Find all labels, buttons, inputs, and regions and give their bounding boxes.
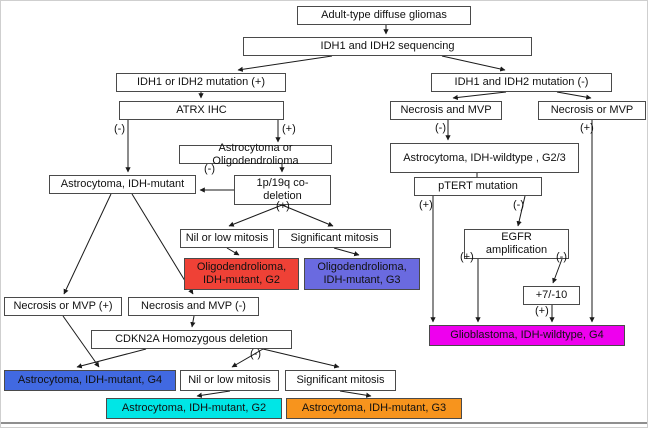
- node-astrocytoma-or-oligodendroglioma: Astrocytoma or Oligodendrolioma: [179, 142, 332, 167]
- edge-label-ptert-negative: (-): [513, 199, 524, 211]
- edge-label-egfr-negative: (-): [556, 251, 567, 263]
- node-astrocytoma-idh-mutant: Astrocytoma, IDH-mutant: [49, 175, 196, 194]
- bottom-divider: [1, 422, 647, 424]
- node-significant-mitosis-lower: Significant mitosis: [285, 370, 396, 391]
- node-ptert-mutation: pTERT mutation: [414, 177, 542, 196]
- edge-label-cdkn2a-negative: (-): [250, 348, 261, 360]
- node-oligodendroglioma-idh-mutant-g2: Oligodendrolioma, IDH-mutant, G2: [184, 258, 299, 290]
- node-necrosis-and-mvp: Necrosis and MVP: [390, 101, 502, 120]
- edge-label-ptert-positive: (+): [419, 199, 433, 211]
- node-astrocytoma-idh-mutant-g4: Astrocytoma, IDH-mutant, G4: [4, 370, 176, 391]
- node-glioblastoma-idh-wildtype-g4: Glioblastoma, IDH-wildtype, G4: [429, 325, 625, 346]
- node-nil-or-low-mitosis-lower: Nil or low mitosis: [180, 370, 279, 391]
- node-egfr-amplification: EGFR amplification: [464, 229, 569, 259]
- node-idh-mutation-negative: IDH1 and IDH2 mutation (-): [431, 73, 612, 92]
- edge-label-atrx-negative: (-): [114, 123, 125, 135]
- node-significant-mitosis-upper: Significant mitosis: [278, 229, 391, 248]
- edge-label-codeletion-positive: (+): [276, 200, 290, 212]
- node-adult-type-diffuse-gliomas: Adult-type diffuse gliomas: [297, 6, 471, 25]
- node-oligodendroglioma-idh-mutant-g3: Oligodendrolioma, IDH-mutant, G3: [304, 258, 420, 290]
- node-astrocytoma-idh-wildtype-g23: Astrocytoma, IDH-wildtype , G2/3: [390, 143, 579, 173]
- edge-label-atrx-positive: (+): [282, 123, 296, 135]
- node-atrx-ihc: ATRX IHC: [119, 101, 284, 120]
- node-astrocytoma-idh-mutant-g3: Astrocytoma, IDH-mutant, G3: [286, 398, 462, 419]
- node-1p19q-codeletion: 1p/19q co-deletion: [234, 175, 331, 205]
- node-plus7-minus10: +7/-10: [523, 286, 580, 305]
- edge-label-codeletion-negative: (-): [204, 163, 215, 175]
- node-idh-sequencing: IDH1 and IDH2 sequencing: [243, 37, 532, 56]
- node-cdkn2a-homozygous-deletion: CDKN2A Homozygous deletion: [91, 330, 292, 349]
- edge-label-plus7-minus10-positive: (+): [535, 305, 549, 317]
- edge-label-egfr-positive: (+): [460, 251, 474, 263]
- node-nil-or-low-mitosis-upper: Nil or low mitosis: [180, 229, 274, 248]
- node-idh-mutation-positive: IDH1 or IDH2 mutation (+): [116, 73, 286, 92]
- node-necrosis-or-mvp: Necrosis or MVP: [538, 101, 646, 120]
- node-astrocytoma-idh-mutant-g2: Astrocytoma, IDH-mutant, G2: [106, 398, 282, 419]
- node-necrosis-and-mvp-negative: Necrosis and MVP (-): [128, 297, 259, 316]
- edge-label-necrosis-or-mvp-positive: (+): [580, 122, 594, 134]
- edge-label-necrosis-and-mvp-negative: (-): [435, 122, 446, 134]
- node-necrosis-or-mvp-positive: Necrosis or MVP (+): [4, 297, 122, 316]
